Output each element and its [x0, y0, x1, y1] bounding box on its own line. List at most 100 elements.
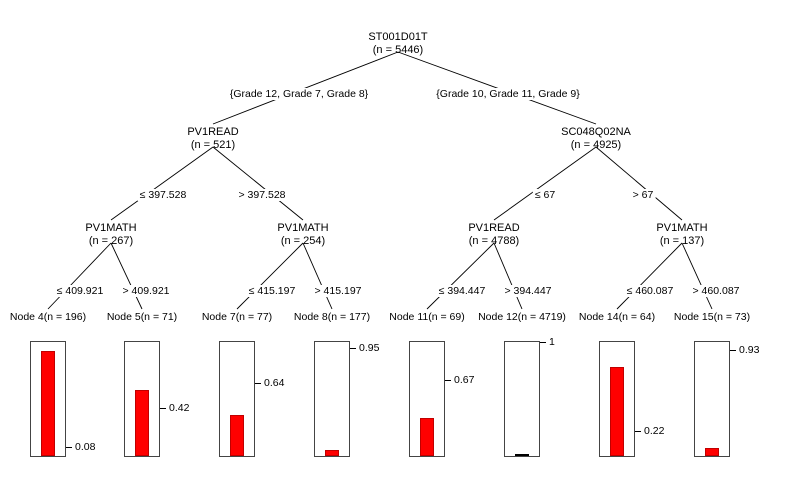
edge-label-9-13: > 67: [630, 189, 656, 201]
terminal-node-title: Node 5: [106, 311, 141, 323]
terminal-node-title: Node 8: [293, 311, 328, 323]
edge-condition-text: > 415.197: [314, 285, 362, 297]
node-count-label: (n = 4788): [468, 235, 520, 247]
node-variable-label: PV1READ: [468, 222, 520, 234]
terminal-node-count: (n = 4719): [517, 311, 566, 323]
terminal-node-title: Node 12: [478, 311, 518, 323]
edge-label-6-8: > 415.197: [312, 285, 364, 297]
terminal-node-count: (n = 71): [140, 311, 178, 323]
axis-tick-mark: [66, 447, 72, 448]
terminal-node-count: (n = 64): [618, 311, 656, 323]
node-count-label: (n = 254): [280, 235, 326, 247]
edge-condition-text: > 460.087: [692, 285, 740, 297]
terminal-barplot-11: 0.67: [409, 341, 474, 457]
node-count-label: (n = 137): [659, 235, 705, 247]
edge-label-3-5: > 409.921: [120, 285, 172, 297]
edge-label-3-4: ≤ 409.921: [54, 285, 106, 297]
edge-condition-text: ≤ 415.197: [248, 285, 296, 297]
barplot-frame: [504, 341, 540, 457]
terminal-node-title: Node 4: [9, 311, 44, 323]
inner-node-9[interactable]: SC048Q02NA(n = 4925): [561, 126, 631, 152]
edge-label-13-14: ≤ 460.087: [624, 285, 676, 297]
node-variable-label: PV1MATH: [85, 222, 137, 234]
axis-tick-value: 1: [549, 336, 555, 348]
axis-tick-mark: [635, 431, 641, 432]
terminal-label-15[interactable]: Node 15(n = 73): [674, 311, 750, 324]
edge-label-6-7: ≤ 415.197: [246, 285, 298, 297]
edge-condition-text: > 394.447: [504, 285, 552, 297]
inner-node-3[interactable]: PV1MATH(n = 267): [85, 222, 136, 248]
edge-label-1-2: {Grade 12, Grade 7, Grade 8}: [227, 88, 371, 100]
edge-condition-text: > 67: [632, 189, 654, 201]
barplot-bar: [420, 418, 434, 456]
axis-tick-mark: [160, 408, 166, 409]
node-count-label: (n = 4925): [570, 139, 622, 151]
inner-node-10[interactable]: PV1READ(n = 4788): [468, 222, 519, 248]
edge-condition-text: ≤ 460.087: [626, 285, 674, 297]
axis-tick-value: 0.95: [359, 342, 380, 354]
edge-label-10-11: ≤ 394.447: [436, 285, 488, 297]
node-variable-label: PV1MATH: [656, 222, 708, 234]
edge-condition-text: ≤ 67: [534, 189, 556, 201]
node-variable-label: PV1MATH: [277, 222, 329, 234]
terminal-label-7[interactable]: Node 7(n = 77): [202, 311, 272, 324]
terminal-label-14[interactable]: Node 14(n = 64): [579, 311, 655, 324]
edge-label-13-15: > 460.087: [690, 285, 742, 297]
edge-label-9-10: ≤ 67: [532, 189, 558, 201]
axis-tick-mark: [255, 383, 261, 384]
barplot-bar: [135, 390, 149, 456]
barplot-bar: [325, 450, 339, 456]
inner-node-6[interactable]: PV1MATH(n = 254): [277, 222, 328, 248]
edge-condition-text: > 409.921: [122, 285, 170, 297]
barplot-bar: [515, 454, 529, 456]
inner-node-2[interactable]: PV1READ(n = 521): [187, 126, 238, 152]
terminal-barplot-12: 1: [504, 337, 555, 457]
inner-node-13[interactable]: PV1MATH(n = 137): [656, 222, 707, 248]
edge-condition-text: > 397.528: [238, 189, 286, 201]
node-variable-label: ST001D01T: [368, 31, 428, 43]
barplot-bar: [705, 448, 719, 456]
axis-tick-value: 0.08: [75, 441, 96, 453]
terminal-node-count: (n = 177): [327, 311, 371, 323]
terminal-node-title: Node 15: [673, 311, 714, 323]
inner-node-1[interactable]: ST001D01T(n = 5446): [368, 31, 427, 57]
axis-tick-value: 0.42: [169, 402, 190, 414]
terminal-node-title: Node 7: [201, 311, 236, 323]
barplot-bar: [230, 415, 244, 456]
terminal-node-count: (n = 77): [235, 311, 273, 323]
barplot-frame: [694, 341, 730, 457]
terminal-label-12[interactable]: Node 12(n = 4719): [478, 311, 566, 324]
edge-label-2-6: > 397.528: [236, 189, 288, 201]
edge-condition-text: ≤ 394.447: [438, 285, 486, 297]
axis-tick-value: 0.22: [644, 425, 665, 437]
terminal-node-title: Node 14: [578, 311, 619, 323]
axis-tick-value: 0.64: [264, 377, 285, 389]
terminal-label-11[interactable]: Node 11(n = 69): [389, 311, 464, 324]
terminal-node-count: (n = 73): [713, 311, 751, 323]
terminal-label-5[interactable]: Node 5(n = 71): [107, 311, 177, 324]
edge-label-2-3: ≤ 397.528: [137, 189, 189, 201]
edge-label-10-12: > 394.447: [502, 285, 554, 297]
axis-tick-value: 0.93: [739, 344, 760, 356]
terminal-barplot-5: 0.42: [124, 341, 189, 457]
barplot-bar: [41, 351, 55, 456]
edge-condition-text: ≤ 409.921: [56, 285, 104, 297]
node-count-label: (n = 267): [88, 235, 134, 247]
terminal-barplot-15: 0.93: [694, 341, 759, 457]
axis-tick-mark: [445, 380, 451, 381]
edge-condition-text: ≤ 397.528: [139, 189, 187, 201]
barplot-frame: [314, 341, 350, 457]
axis-tick-mark: [730, 350, 736, 351]
terminal-node-count: (n = 69): [428, 311, 465, 323]
terminal-barplot-14: 0.22: [599, 341, 664, 457]
terminal-label-4[interactable]: Node 4(n = 196): [10, 311, 86, 324]
terminal-barplot-7: 0.64: [219, 341, 284, 457]
node-variable-label: PV1READ: [187, 126, 239, 138]
edge-label-1-9: {Grade 10, Grade 11, Grade 9}: [434, 88, 582, 100]
edge-condition-text: {Grade 12, Grade 7, Grade 8}: [229, 88, 369, 100]
terminal-node-title: Node 11: [389, 311, 429, 323]
node-count-label: (n = 5446): [372, 44, 424, 56]
axis-tick-value: 0.67: [454, 374, 475, 386]
terminal-label-8[interactable]: Node 8(n = 177): [294, 311, 370, 324]
